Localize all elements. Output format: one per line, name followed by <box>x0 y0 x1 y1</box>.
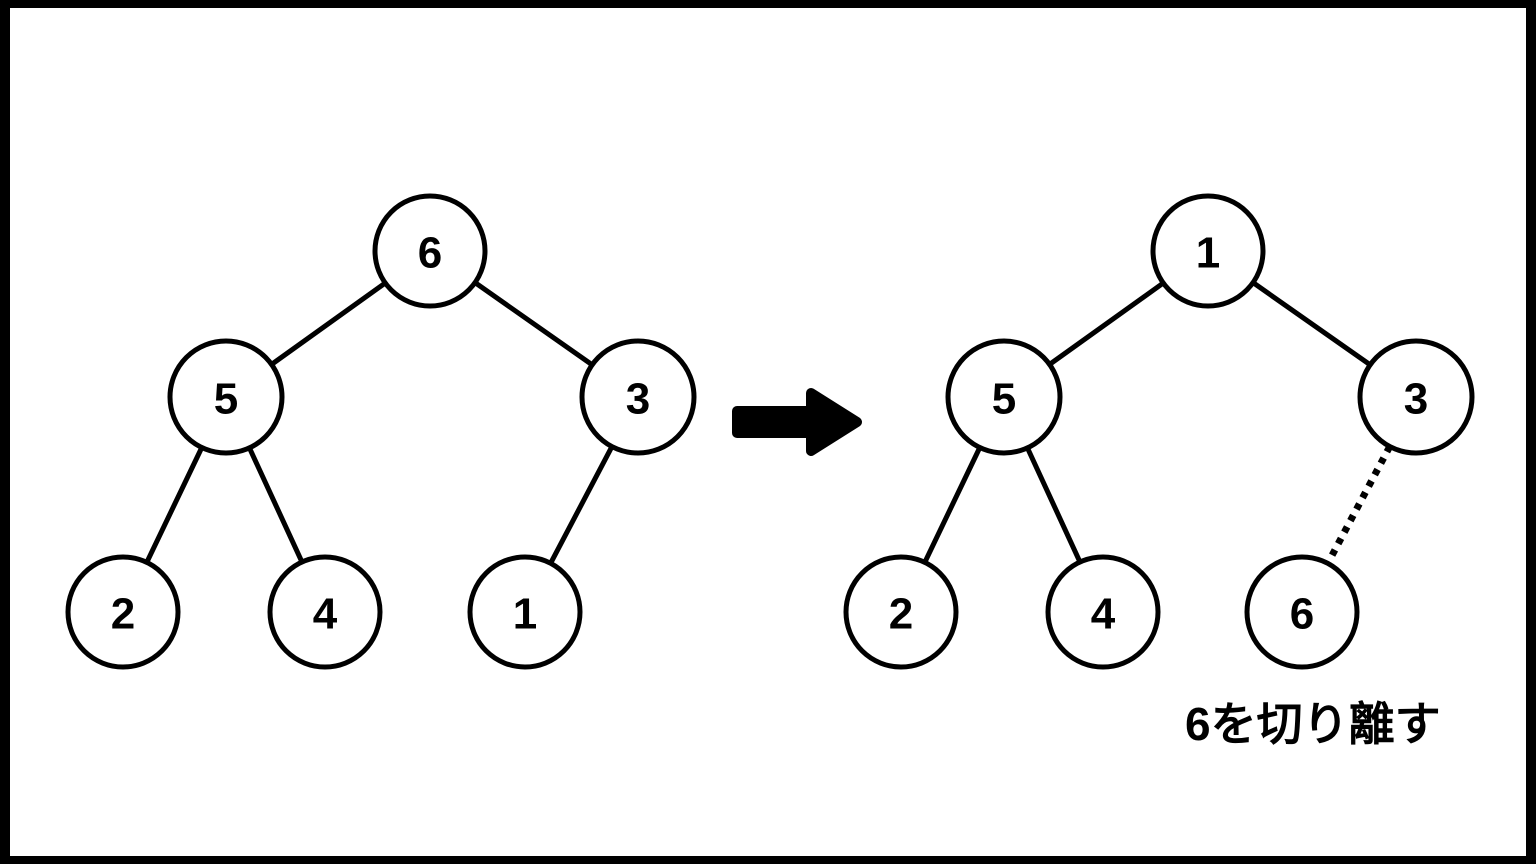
node-after-left-right[interactable]: 4 <box>1045 554 1161 670</box>
after-tree: 1 5 3 2 4 <box>843 193 1475 670</box>
node-label: 2 <box>111 590 135 639</box>
edge-1-to-3 <box>1250 280 1373 368</box>
node-circle <box>267 554 383 670</box>
node-before-root[interactable]: 6 <box>372 193 488 309</box>
right-arrow-icon <box>732 388 862 456</box>
edge-3-to-1 <box>548 444 615 566</box>
edge-5-to-4 <box>1024 445 1083 565</box>
node-before-left-right[interactable]: 4 <box>267 554 383 670</box>
edge-5-to-2 <box>144 445 205 565</box>
node-before-right[interactable]: 3 <box>579 338 697 456</box>
node-label: 1 <box>513 590 537 639</box>
edge-5-to-2 <box>922 445 983 565</box>
node-label: 2 <box>889 590 913 639</box>
node-circle <box>65 554 181 670</box>
node-after-left-left[interactable]: 2 <box>843 554 959 670</box>
node-circle <box>1150 193 1266 309</box>
node-label: 4 <box>1091 590 1116 639</box>
after-tree-nodes: 1 5 3 2 4 <box>843 193 1475 670</box>
before-tree-nodes: 6 5 3 2 4 <box>65 193 697 670</box>
diagram-caption: 6を切り離す <box>1185 698 1441 750</box>
node-label: 6 <box>418 229 442 278</box>
after-tree-edges <box>922 280 1393 566</box>
edge-6-to-5 <box>269 280 388 367</box>
node-circle <box>467 554 583 670</box>
node-label: 5 <box>214 375 238 424</box>
node-label: 6 <box>1290 590 1314 639</box>
node-label: 4 <box>313 590 338 639</box>
edge-1-to-5 <box>1047 280 1166 367</box>
node-circle <box>1045 554 1161 670</box>
node-circle <box>579 338 697 456</box>
before-tree: 6 5 3 2 4 <box>65 193 697 670</box>
node-label: 3 <box>626 375 650 424</box>
node-after-detached[interactable]: 6 <box>1244 554 1360 670</box>
node-circle <box>945 338 1063 456</box>
edge-5-to-4 <box>246 445 305 565</box>
node-circle <box>1357 338 1475 456</box>
node-after-right[interactable]: 3 <box>1357 338 1475 456</box>
before-tree-edges <box>144 280 615 566</box>
node-circle <box>1244 554 1360 670</box>
node-label: 3 <box>1404 375 1428 424</box>
node-before-left[interactable]: 5 <box>167 338 285 456</box>
node-label: 1 <box>1196 229 1220 278</box>
edge-3-to-6-detached <box>1324 444 1393 566</box>
node-after-left[interactable]: 5 <box>945 338 1063 456</box>
node-label: 5 <box>992 375 1016 424</box>
node-circle <box>843 554 959 670</box>
node-circle <box>372 193 488 309</box>
node-after-root[interactable]: 1 <box>1150 193 1266 309</box>
edge-6-to-3 <box>472 280 595 368</box>
node-before-right-left[interactable]: 1 <box>467 554 583 670</box>
node-before-left-left[interactable]: 2 <box>65 554 181 670</box>
node-circle <box>167 338 285 456</box>
